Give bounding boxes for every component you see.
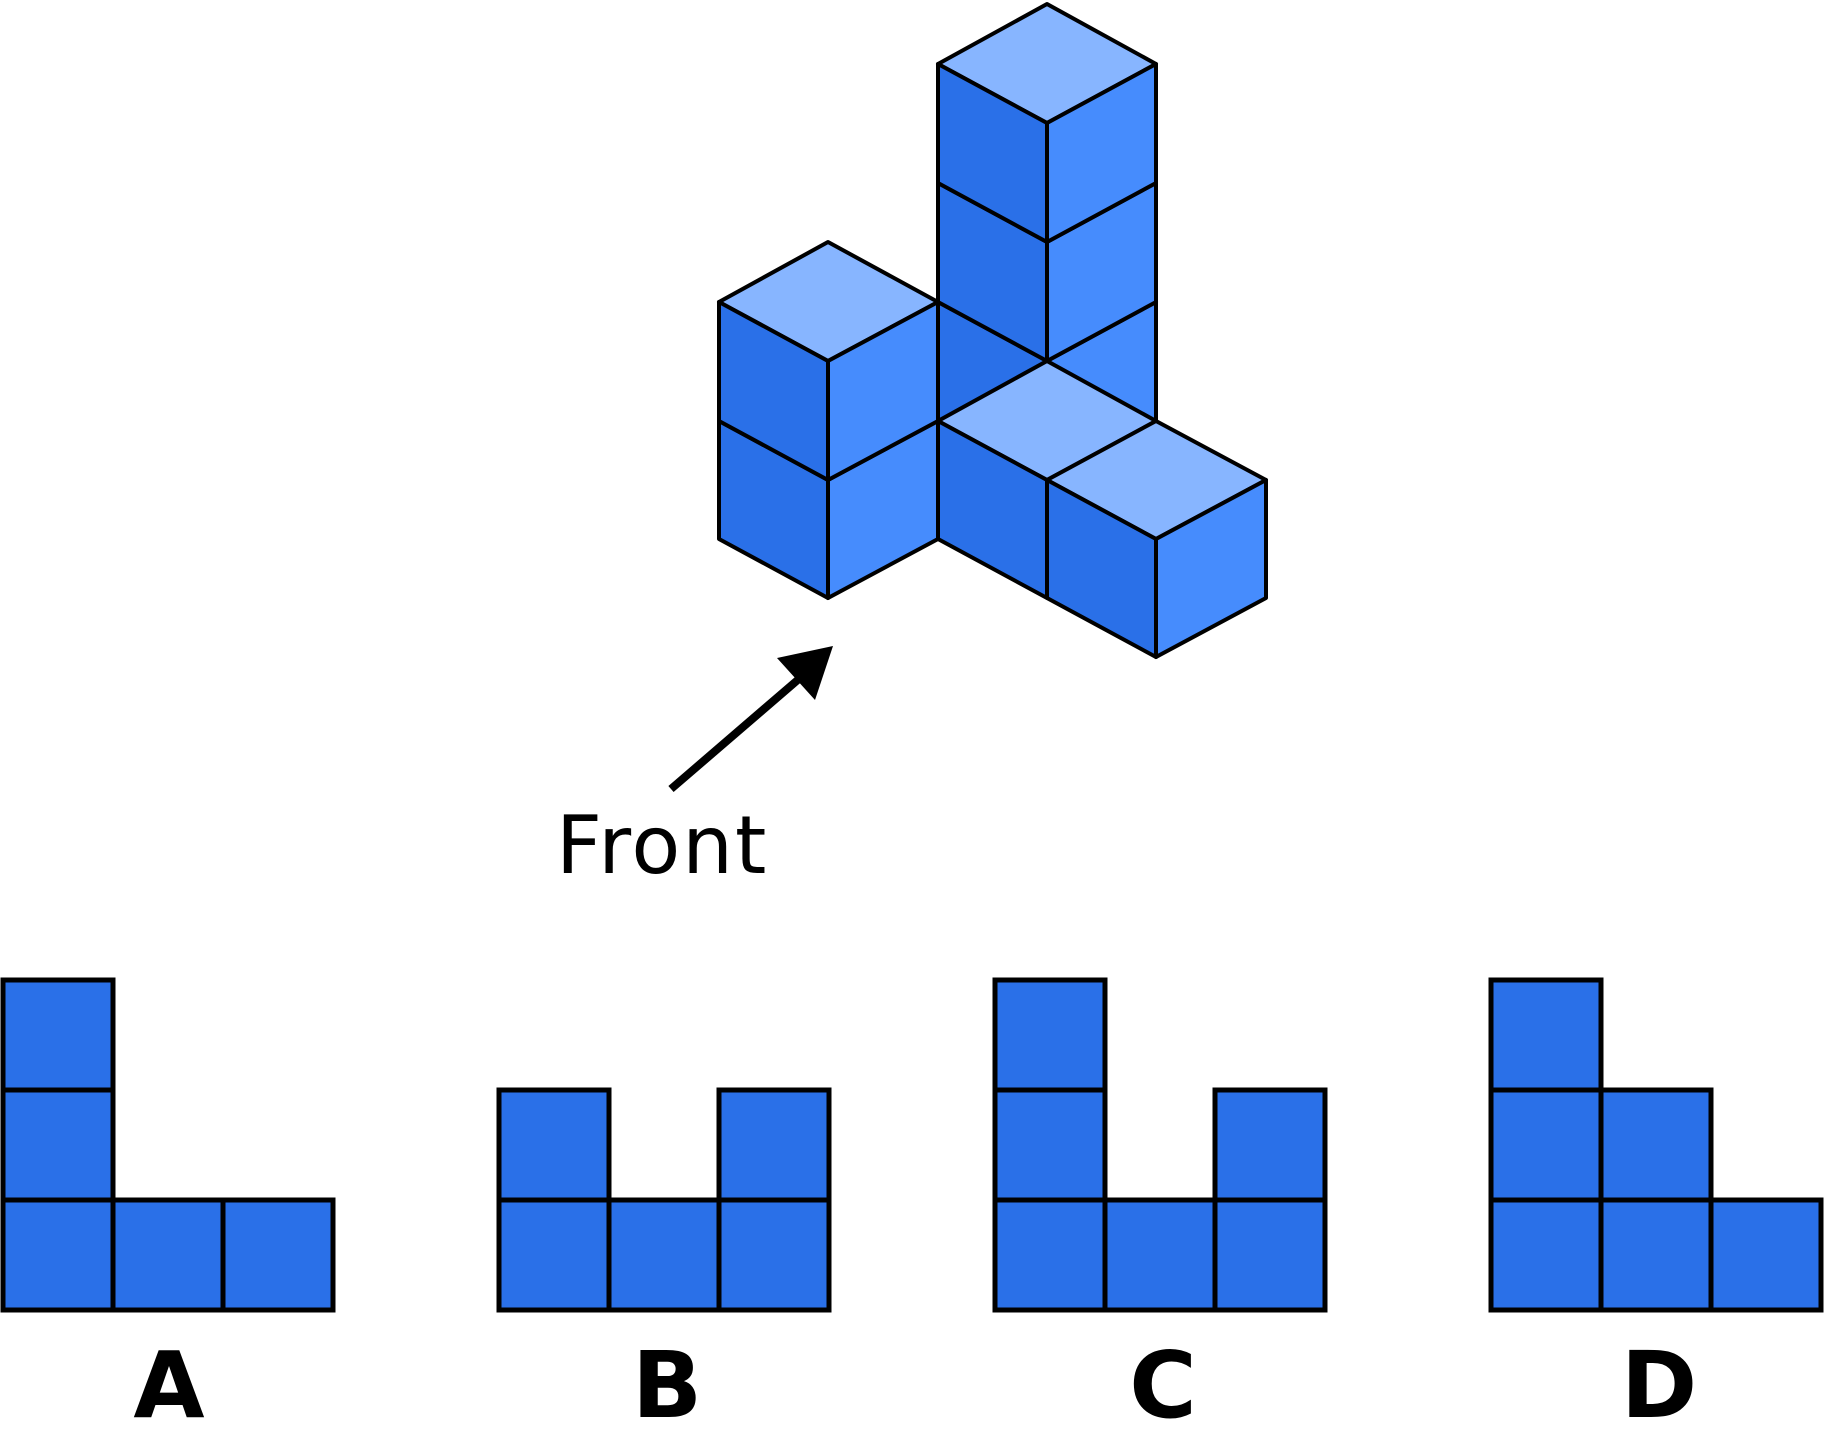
view-square bbox=[220, 1197, 336, 1313]
view-square bbox=[1102, 1197, 1218, 1313]
view-square bbox=[992, 1197, 1108, 1313]
view-square bbox=[1598, 1087, 1714, 1203]
arrow-shaft bbox=[668, 674, 803, 793]
isometric-cube-structure bbox=[717, 2, 1268, 659]
option-label-c[interactable]: C bbox=[1129, 1332, 1197, 1439]
view-square bbox=[1212, 1197, 1328, 1313]
view-square bbox=[1708, 1197, 1824, 1313]
view-square bbox=[0, 1087, 116, 1203]
view-square bbox=[716, 1197, 832, 1313]
cube-face-right bbox=[1045, 62, 1158, 244]
view-square bbox=[496, 1087, 612, 1203]
view-square bbox=[992, 1087, 1108, 1203]
view-square bbox=[606, 1197, 722, 1313]
option-label-b[interactable]: B bbox=[631, 1332, 703, 1439]
arrow-head bbox=[777, 646, 833, 700]
front-direction-arrow bbox=[668, 646, 833, 793]
view-square bbox=[992, 977, 1108, 1093]
view-square bbox=[0, 977, 116, 1093]
option-d-view[interactable] bbox=[1488, 977, 1824, 1313]
view-square bbox=[496, 1197, 612, 1313]
front-label: Front bbox=[556, 799, 769, 892]
option-c-view[interactable] bbox=[992, 977, 1328, 1313]
answer-options bbox=[0, 977, 1824, 1313]
view-square bbox=[1598, 1197, 1714, 1313]
view-square bbox=[110, 1197, 226, 1313]
option-label-a[interactable]: A bbox=[133, 1332, 205, 1439]
view-square bbox=[1212, 1087, 1328, 1203]
view-square bbox=[1488, 1087, 1604, 1203]
option-a-view[interactable] bbox=[0, 977, 336, 1313]
view-square bbox=[1488, 977, 1604, 1093]
cube-tall-stack-top bbox=[936, 2, 1158, 244]
option-label-d[interactable]: D bbox=[1620, 1332, 1698, 1439]
option-b-view[interactable] bbox=[496, 1087, 832, 1313]
view-square bbox=[716, 1087, 832, 1203]
view-square bbox=[1488, 1197, 1604, 1313]
cube-face-right bbox=[1154, 478, 1268, 659]
cube-left-stack-top bbox=[717, 240, 940, 482]
view-square bbox=[0, 1197, 116, 1313]
cube-front-right-floor bbox=[1045, 419, 1268, 659]
